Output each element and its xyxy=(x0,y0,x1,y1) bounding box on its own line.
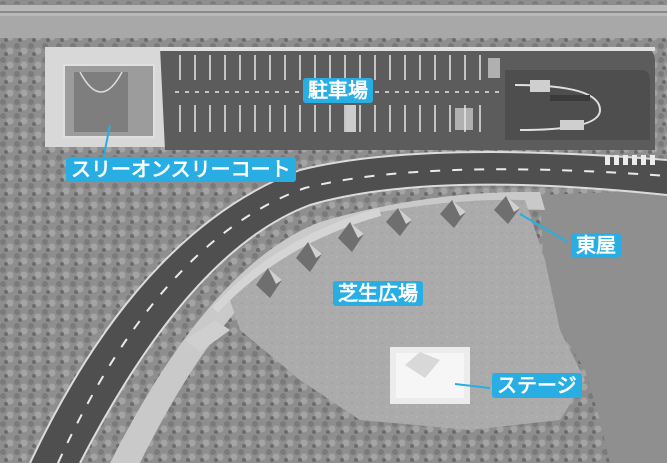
label-parking: 駐車場 xyxy=(303,78,373,103)
railway xyxy=(0,4,667,16)
pond xyxy=(540,190,667,463)
pavilions xyxy=(256,196,520,298)
label-azumaya: 東屋 xyxy=(571,233,621,258)
leader-lines xyxy=(102,124,569,389)
label-court: スリーオンスリーコート xyxy=(66,157,296,182)
label-lawn: 芝生広場 xyxy=(333,281,423,306)
road xyxy=(30,152,667,463)
hatched-markings xyxy=(346,58,500,132)
crosswalk xyxy=(605,155,655,165)
label-stage: ステージ xyxy=(492,373,582,398)
